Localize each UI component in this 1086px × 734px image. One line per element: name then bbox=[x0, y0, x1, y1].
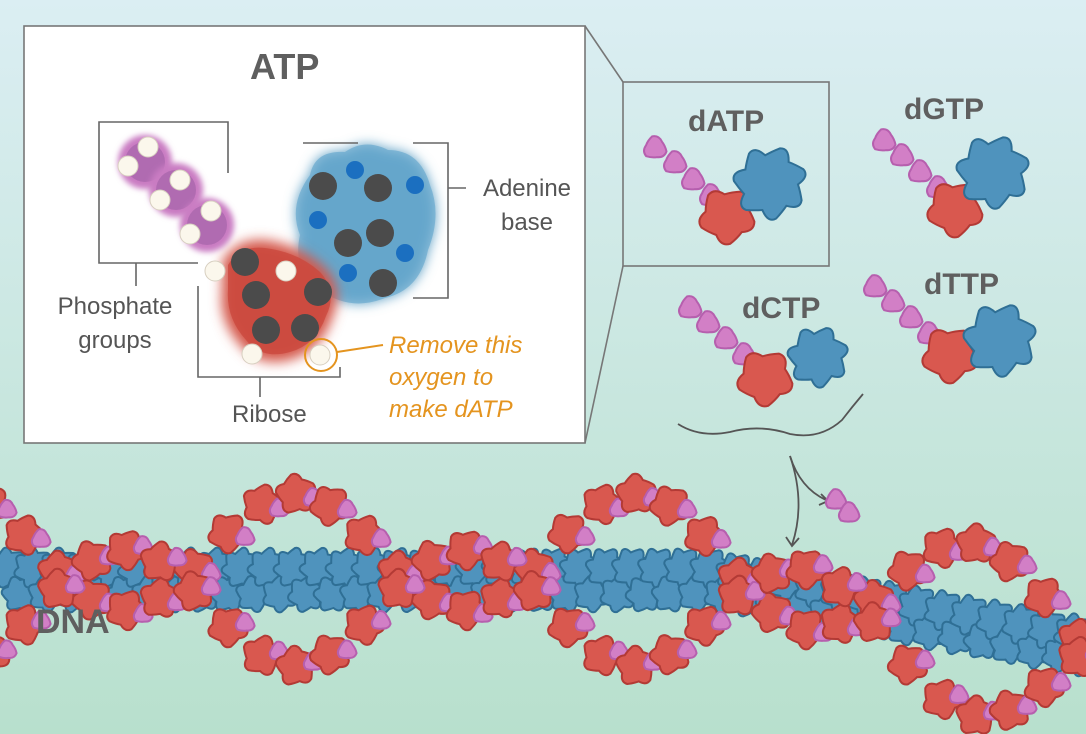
dna-phosphate bbox=[506, 546, 528, 567]
dna-phosphate bbox=[64, 574, 86, 594]
dna-sugar bbox=[648, 634, 690, 676]
atp-title: ATP bbox=[250, 46, 320, 87]
nucleotide-dgtp bbox=[872, 128, 1030, 239]
datp-highlight-box bbox=[622, 81, 830, 267]
phosphate bbox=[872, 128, 897, 152]
dna-sugar bbox=[750, 552, 791, 594]
dna-phosphate bbox=[914, 649, 936, 670]
adenine-bracket bbox=[303, 142, 466, 299]
dna-sugar bbox=[852, 601, 894, 643]
phosphate bbox=[643, 135, 668, 159]
dna-sugar bbox=[37, 567, 79, 609]
nucleotide-dctp bbox=[678, 295, 849, 408]
phosphate bbox=[663, 150, 688, 174]
ribose-bracket bbox=[197, 286, 341, 397]
phosphate bbox=[681, 167, 706, 191]
dna-helix bbox=[0, 472, 1086, 734]
dttp-label: dTTP bbox=[924, 268, 999, 301]
pyrophosphate bbox=[824, 488, 861, 523]
dna-phosphate bbox=[404, 574, 426, 594]
dna-phosphate bbox=[880, 607, 902, 628]
phosphate bbox=[863, 274, 888, 298]
dna-sugar bbox=[377, 567, 419, 608]
phosphate bbox=[899, 305, 924, 329]
adenine-base-label: Adenine base bbox=[472, 172, 582, 240]
dna-phosphate bbox=[0, 639, 18, 660]
ribose-label: Ribose bbox=[232, 401, 307, 428]
dna-phosphate bbox=[846, 572, 868, 592]
pyrophosphate-unit bbox=[824, 488, 848, 510]
dna-sugar bbox=[308, 634, 350, 676]
dna-phosphate bbox=[574, 526, 596, 546]
dna-phosphate bbox=[540, 576, 562, 596]
dgtp-label: dGTP bbox=[904, 93, 984, 126]
dctp-label: dCTP bbox=[742, 292, 821, 325]
atoms bbox=[117, 136, 424, 366]
dna-phosphate bbox=[914, 563, 936, 584]
dna-sugar bbox=[410, 539, 451, 582]
dna-phosphate bbox=[710, 528, 732, 549]
phosphate bbox=[678, 295, 703, 319]
brackets bbox=[98, 121, 466, 397]
sugar bbox=[736, 352, 794, 408]
dna-phosphate bbox=[200, 576, 222, 596]
dna-label: DNA bbox=[36, 603, 110, 641]
atp-molecule bbox=[117, 135, 436, 372]
polymerization-arrows bbox=[677, 393, 864, 548]
free-nucleotides bbox=[643, 128, 1037, 408]
adenine-label-line2: base bbox=[500, 209, 554, 236]
dna-phosphate bbox=[1016, 695, 1038, 715]
base bbox=[955, 136, 1030, 210]
pyrophosphate-unit bbox=[837, 501, 861, 523]
dna-sugar bbox=[480, 540, 522, 582]
phosphate bbox=[890, 143, 915, 167]
nucleotide-datp bbox=[643, 135, 807, 246]
dna-phosphate bbox=[676, 639, 698, 660]
dna-sugar bbox=[1058, 636, 1086, 677]
base bbox=[962, 304, 1037, 378]
dna-phosphate bbox=[948, 684, 970, 704]
zoom-connector bbox=[584, 25, 624, 444]
note-line1: Remove this bbox=[389, 332, 523, 359]
phosphate-groups-label: Phosphate groups bbox=[40, 290, 190, 358]
dna-phosphate bbox=[166, 546, 188, 567]
dna-phosphate bbox=[234, 612, 256, 632]
note-line3: make dATP bbox=[389, 396, 513, 423]
adenine-label-line1: Adenine bbox=[482, 175, 572, 202]
nucleotide-dttp bbox=[863, 274, 1037, 385]
phosphate bbox=[696, 310, 721, 334]
dna-phosphate bbox=[1050, 590, 1072, 610]
phosphate bbox=[714, 326, 739, 350]
dna-phosphate bbox=[30, 528, 52, 548]
phosphate-label-line2: groups bbox=[78, 327, 152, 354]
dna-phosphate bbox=[0, 498, 18, 519]
oxygen-highlight-circle bbox=[304, 338, 338, 372]
dna-phosphate bbox=[30, 609, 52, 630]
dna-phosphate bbox=[1050, 671, 1072, 692]
datp-label: dATP bbox=[688, 105, 765, 138]
dna-phosphate bbox=[370, 528, 392, 548]
base bbox=[786, 327, 849, 389]
base bbox=[732, 147, 807, 221]
dna-phosphate bbox=[234, 526, 256, 546]
oxygen-note: Remove this oxygen to make dATP bbox=[389, 330, 522, 426]
phosphate bbox=[881, 289, 906, 313]
dna-phosphate bbox=[1016, 554, 1038, 575]
dna-phosphate bbox=[710, 610, 732, 631]
dna-phosphate bbox=[336, 498, 358, 519]
phosphate-bracket bbox=[98, 121, 229, 286]
phosphate-label-line1: Phosphate bbox=[57, 293, 173, 320]
phosphate bbox=[908, 159, 933, 183]
dna-phosphate bbox=[336, 639, 358, 660]
oxygen-callout-line bbox=[336, 344, 384, 353]
dna-phosphate bbox=[676, 498, 698, 519]
dna-phosphate bbox=[812, 554, 834, 574]
note-line2: oxygen to bbox=[389, 364, 494, 391]
dna-phosphate bbox=[370, 609, 392, 630]
dna-phosphate bbox=[574, 612, 596, 632]
